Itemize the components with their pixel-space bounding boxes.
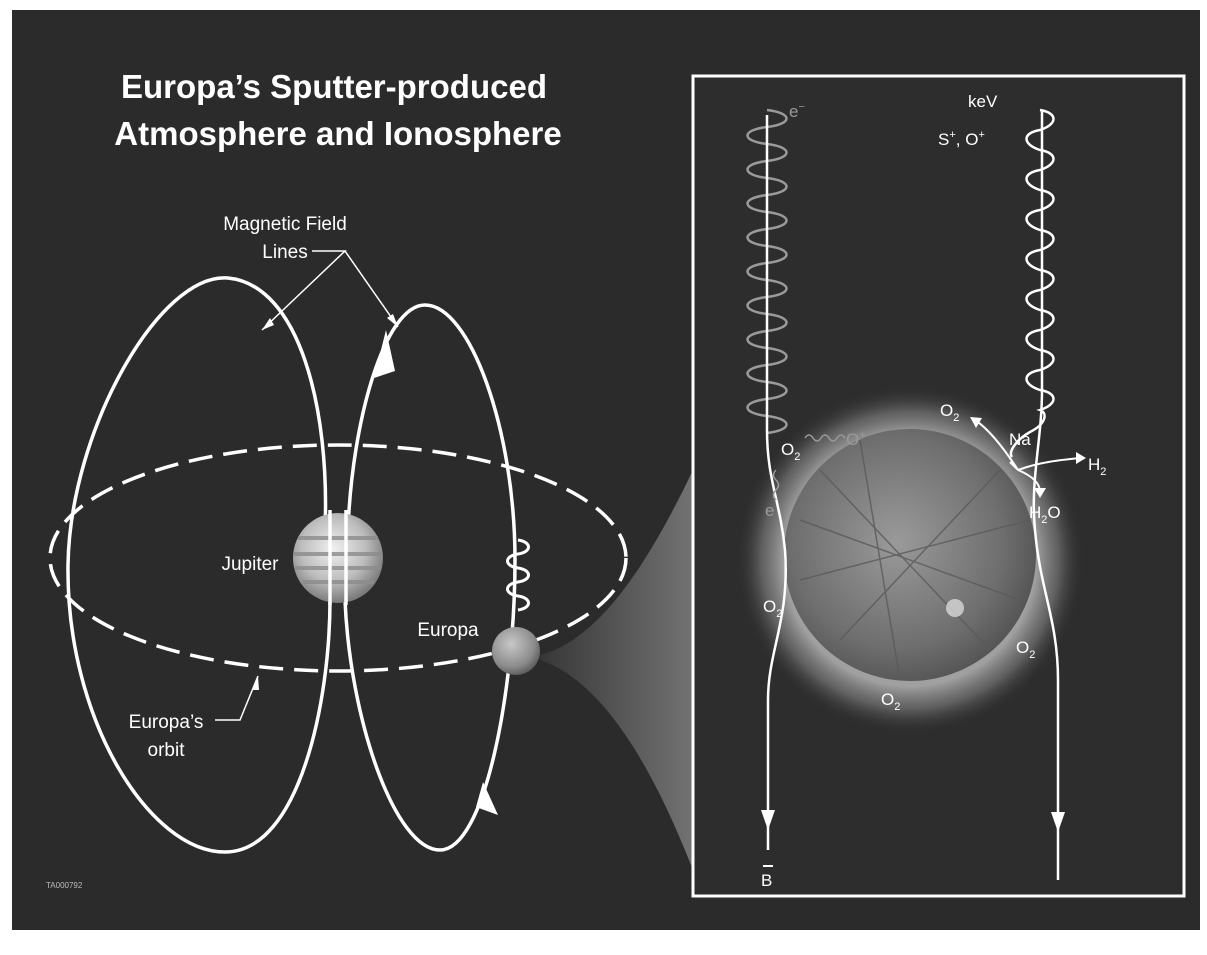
field-line-left — [68, 278, 330, 852]
orbit-label-1: Europa’s — [129, 712, 204, 733]
orbit-label-2: orbit — [148, 740, 186, 761]
leader-line-orbit — [215, 676, 258, 720]
b-field-label: B — [761, 871, 772, 890]
europa-large — [784, 429, 1036, 681]
ions-label: S+, O+ — [938, 129, 985, 149]
europa-label: Europa — [417, 620, 479, 641]
magnetic-field-label-1: Magnetic Field — [223, 214, 347, 235]
na-label: Na — [1009, 430, 1031, 449]
electron-faint-label: e — [765, 501, 774, 520]
jupiter-planet — [293, 513, 383, 603]
figure-id: TA000792 — [46, 881, 83, 890]
zoom-cone — [540, 470, 693, 870]
small-gyration-helix — [508, 540, 529, 610]
title-line-2: Atmosphere and Ionosphere — [114, 115, 561, 152]
kev-label: keV — [968, 92, 998, 111]
leader-line-field-right — [345, 251, 398, 327]
leader-arrow-orbit — [252, 676, 259, 690]
magnetic-field-label-2: Lines — [262, 242, 307, 263]
leader-arrow-field-right — [387, 314, 398, 327]
title-line-1: Europa’s Sputter-produced — [121, 68, 547, 105]
field-arrow-up — [374, 330, 395, 378]
jupiter-label: Jupiter — [221, 554, 279, 575]
europa-bright-spot — [946, 599, 964, 617]
europa-small — [492, 627, 540, 675]
